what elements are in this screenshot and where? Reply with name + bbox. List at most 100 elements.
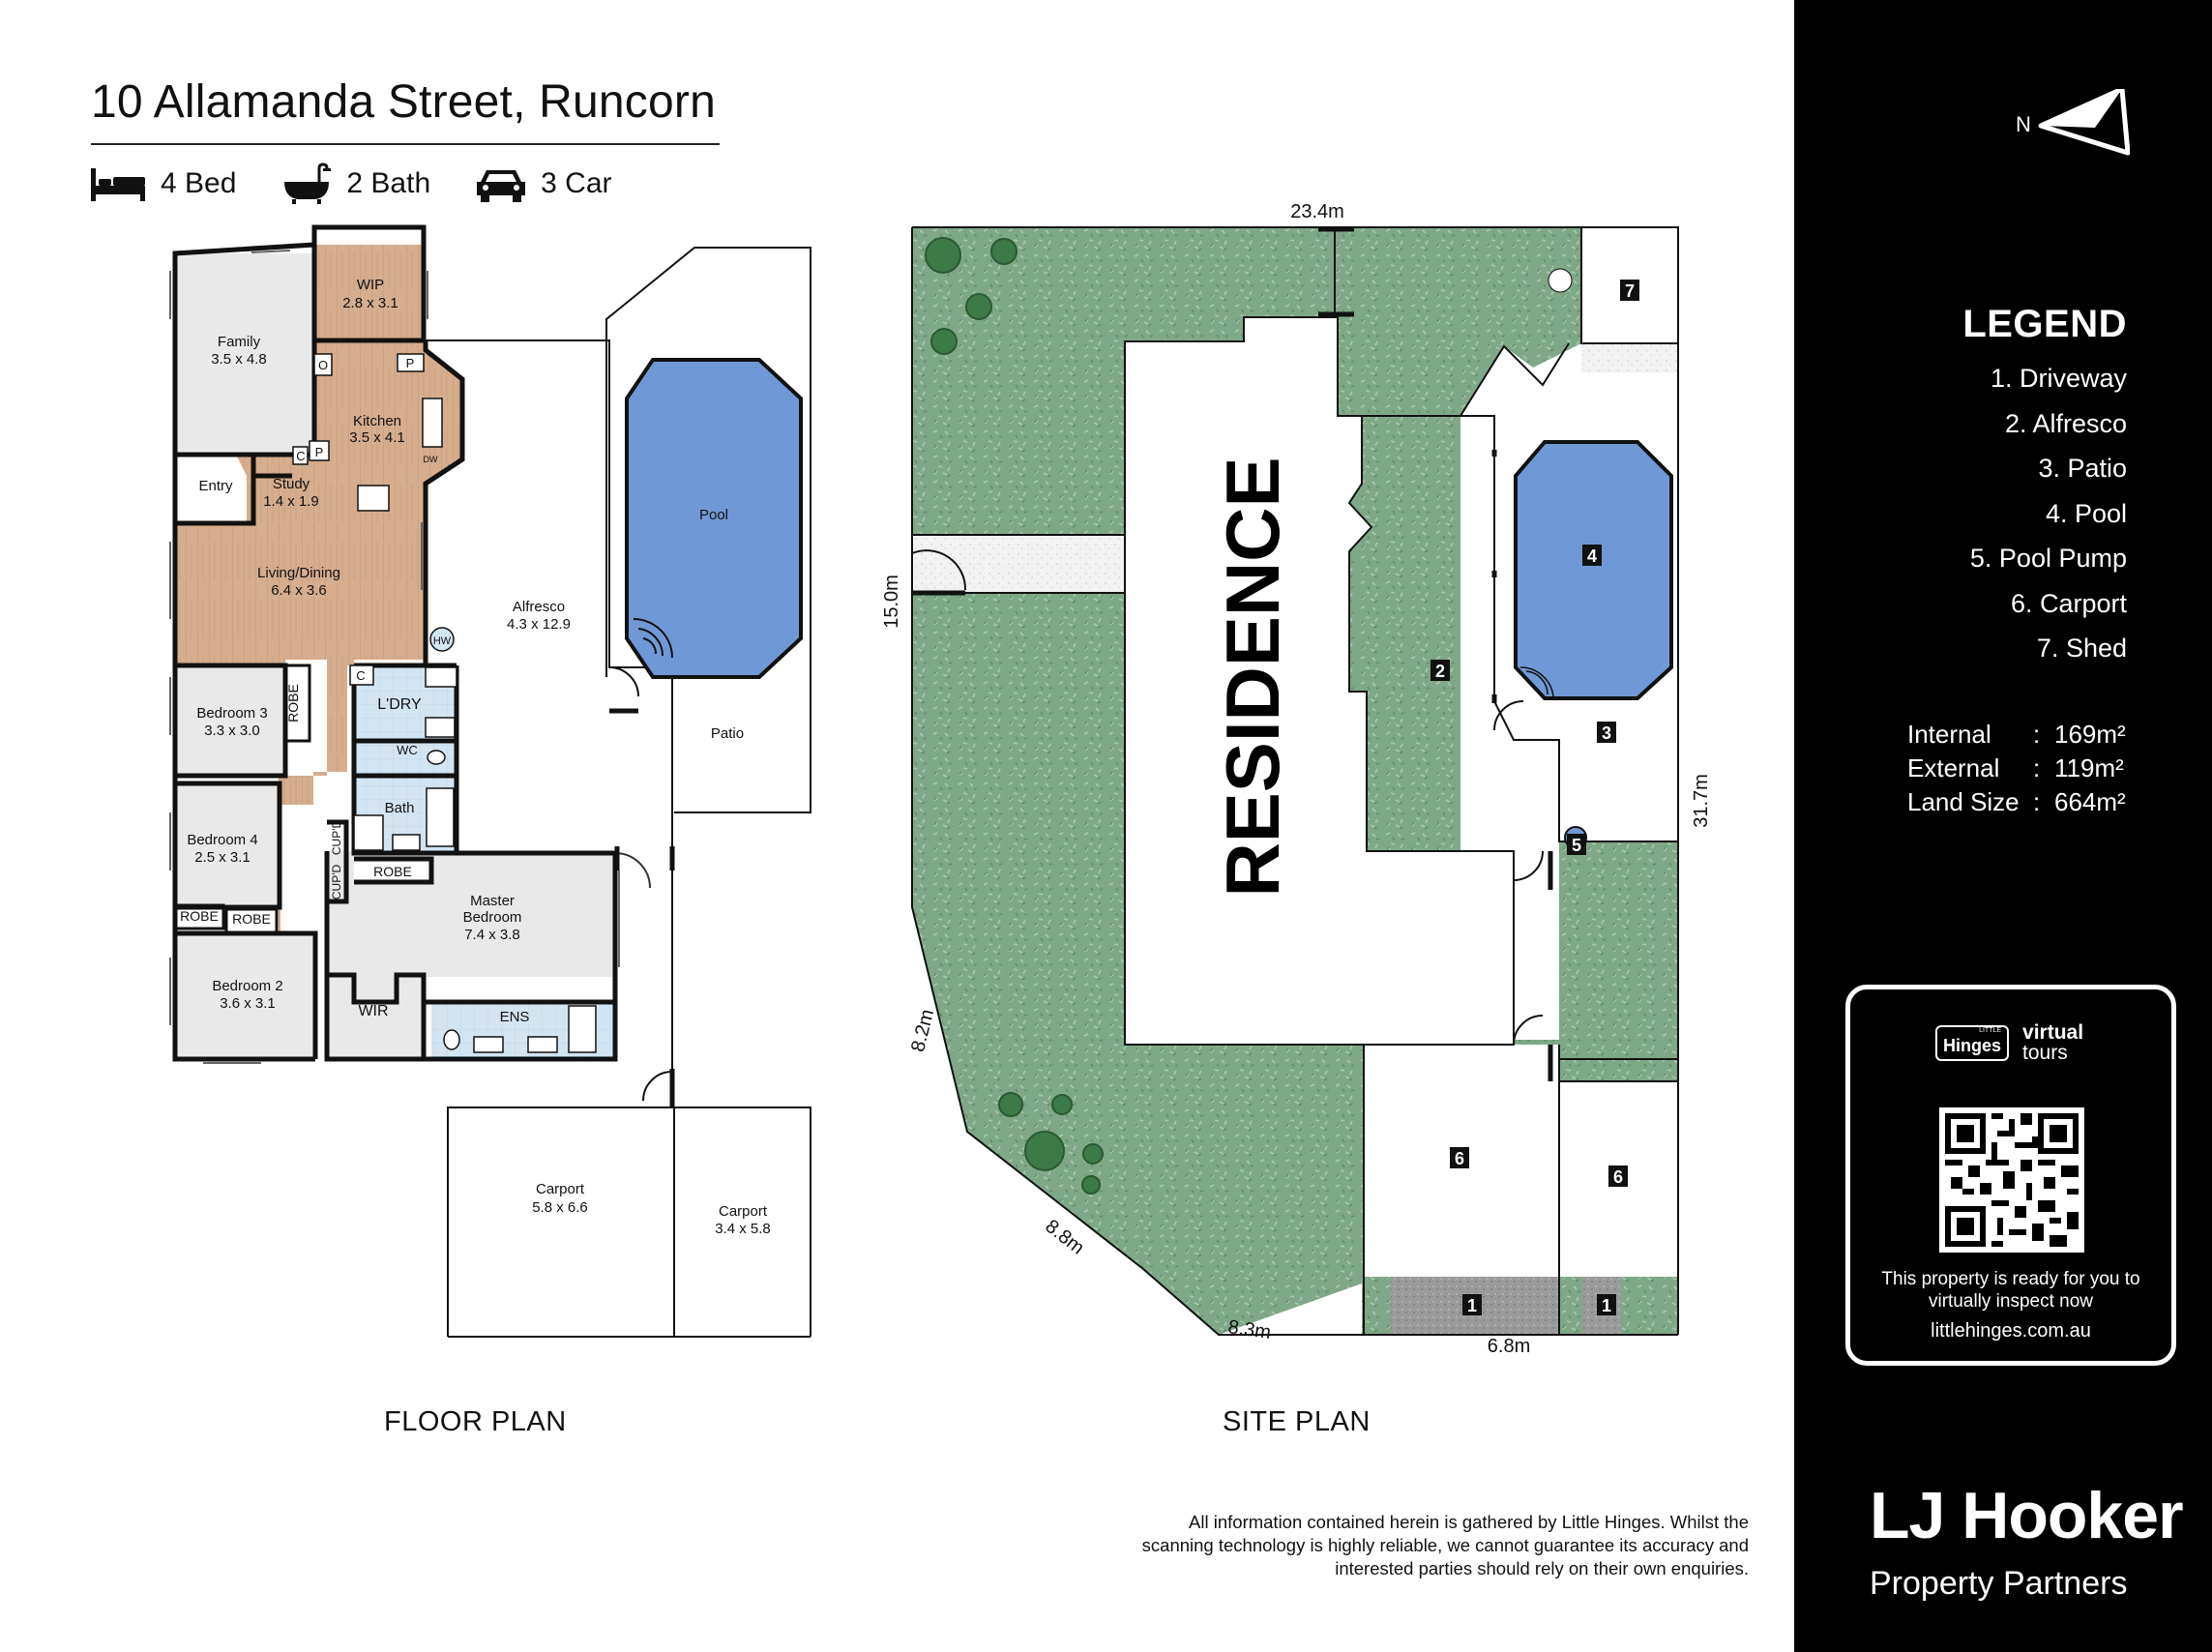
room-carport1-size: 5.8 x 6.6 [532, 1199, 588, 1216]
room-bed3-name: Bedroom 3 [196, 705, 267, 722]
sidebar: LEGEND 1. Driveway 2. Alfresco 3. Patio … [1794, 0, 2212, 1652]
virtual-tour-card[interactable]: LITTLE Hinges virtual tours [1845, 985, 2176, 1366]
o-label: O [318, 358, 328, 372]
address-title: 10 Allamanda Street, Runcorn [91, 76, 716, 128]
site-path-left [912, 535, 1125, 593]
site-shed-tank [1548, 268, 1573, 293]
dim-top: 23.4m [1290, 201, 1344, 222]
room-alfresco-size: 4.3 x 12.9 [507, 616, 571, 633]
floor-fixtures [292, 353, 597, 1053]
room-bed4-size: 2.5 x 3.1 [194, 849, 251, 866]
agency-subtitle: Property Partners [1870, 1565, 2128, 1602]
marker-6a: 6 [1455, 1149, 1464, 1168]
marker-4: 4 [1587, 546, 1597, 566]
floor-plan-label: FLOOR PLAN [384, 1406, 567, 1437]
room-bed3-size: 3.3 x 3.0 [204, 723, 260, 739]
dw-label: DW [424, 455, 438, 464]
bed3-floor [175, 665, 285, 777]
room-pool-name: Pool [699, 507, 728, 523]
legend-item: 2. Alfresco [2004, 408, 2127, 438]
room-patio-name: Patio [711, 725, 744, 742]
robe-label-hall: ROBE [373, 864, 412, 879]
bed2-floor [175, 933, 315, 1059]
room-family-size: 3.5 x 4.8 [211, 351, 267, 368]
legend-item: 1. Driveway [1990, 364, 2127, 393]
qr-code[interactable] [1939, 1107, 2084, 1253]
virtual-tour-url[interactable]: littlehinges.com.au [1931, 1320, 2091, 1342]
legend-item: 6. Carport [2010, 588, 2127, 618]
disclaimer-text: All information contained herein is gath… [1141, 1512, 1749, 1578]
floor-windows [169, 250, 620, 1064]
robe-label-bed3: ROBE [285, 684, 301, 723]
room-carport2-name: Carport [719, 1203, 768, 1220]
site-residence [1124, 316, 1515, 1046]
stat-external: External : 119m² [1907, 753, 2124, 782]
pool-steps [633, 618, 673, 659]
room-kitchen-size: 3.5 x 4.1 [349, 429, 405, 446]
p-label: P [406, 356, 415, 370]
legend-title: LEGEND [1962, 303, 2127, 345]
cupd-label-2: CUP'D [330, 865, 343, 900]
family-floor [175, 253, 314, 455]
robe-label-bed2: ROBE [232, 911, 271, 927]
stat-internal: Internal : 169m² [1907, 720, 2126, 749]
feature-bath: 2 Bath [280, 162, 430, 205]
site-gates [912, 226, 1553, 1081]
virtual-tour-cta: This property is ready for you to virtua… [1881, 1269, 2140, 1312]
robe2-floor [354, 859, 431, 882]
wir-floor [327, 975, 424, 1058]
site-trees [925, 237, 1104, 1195]
room-wir-name: WIR [358, 1003, 388, 1019]
legend-item: 5. Pool Pump [1969, 544, 2127, 573]
dim-bottom: 6.8m [1488, 1336, 1530, 1357]
bed4-floor [175, 783, 280, 907]
dim-left: 15.0m [881, 575, 902, 629]
study-floor [247, 455, 312, 522]
feature-list: 4 Bed 2 Bath 3 Car [89, 162, 657, 205]
agency-logo: LJ Hooker [1870, 1479, 2184, 1552]
legend-list: 1. Driveway 2. Alfresco 3. Patio 4. Pool… [1970, 356, 2127, 671]
site-plan: RESIDENCE 1 1 2 3 4 5 6 6 7 23.4m 15.0m [881, 201, 1712, 1357]
room-master-name-2: Bedroom [463, 909, 522, 926]
site-plan-label: SITE PLAN [1223, 1406, 1371, 1437]
marker-6b: 6 [1613, 1167, 1623, 1187]
north-arrow-icon [2038, 89, 2130, 156]
feature-car: 3 Car [475, 164, 612, 203]
room-entry-name: Entry [198, 478, 233, 494]
hw-label: HW [433, 635, 452, 647]
room-study-size: 1.4 x 1.9 [263, 493, 319, 510]
bath-icon [284, 162, 332, 204]
little-hinges-logo: LITTLE Hinges virtual tours [1935, 1022, 2083, 1063]
room-carport2-size: 3.4 x 5.8 [715, 1221, 771, 1237]
robe-label-bed4: ROBE [180, 908, 219, 924]
marker-7: 7 [1625, 281, 1635, 301]
room-wip-name: WIP [357, 277, 384, 293]
north-label: N [2016, 112, 2031, 136]
p2-label: P [315, 445, 324, 459]
feature-bath-label: 2 Bath [346, 167, 431, 199]
c2-label: C [356, 668, 365, 683]
bed-icon [91, 168, 145, 201]
cupd-label-1: CUP'D [330, 820, 343, 856]
area-stats: Internal : 169m² External : 119m² Land S… [1907, 718, 2126, 819]
c-label: C [296, 449, 305, 463]
dim-diag1: 8.2m [907, 1007, 938, 1053]
site-pool-steps [1519, 666, 1554, 697]
feature-car-label: 3 Car [541, 167, 612, 199]
title-divider [91, 143, 720, 145]
room-family-name: Family [218, 334, 261, 350]
marker-5: 5 [1572, 836, 1581, 855]
room-study-name: Study [273, 476, 310, 492]
room-wc-name: WC [397, 743, 418, 757]
room-living-name: Living/Dining [257, 565, 340, 581]
floor-pool [625, 358, 803, 679]
room-carport1-name: Carport [536, 1181, 585, 1197]
room-laundry-name: L'DRY [377, 696, 422, 713]
floor-plan: O P C P HW DW C ROBE ROBE ROBE ROBE CUP'… [169, 224, 811, 1338]
room-wip-size: 2.8 x 3.1 [342, 295, 398, 311]
room-living-size: 6.4 x 3.6 [271, 582, 327, 599]
room-bed2-name: Bedroom 2 [212, 978, 282, 994]
room-kitchen-name: Kitchen [353, 413, 401, 429]
room-bath-name: Bath [385, 800, 415, 816]
site-lines [911, 226, 1679, 1336]
